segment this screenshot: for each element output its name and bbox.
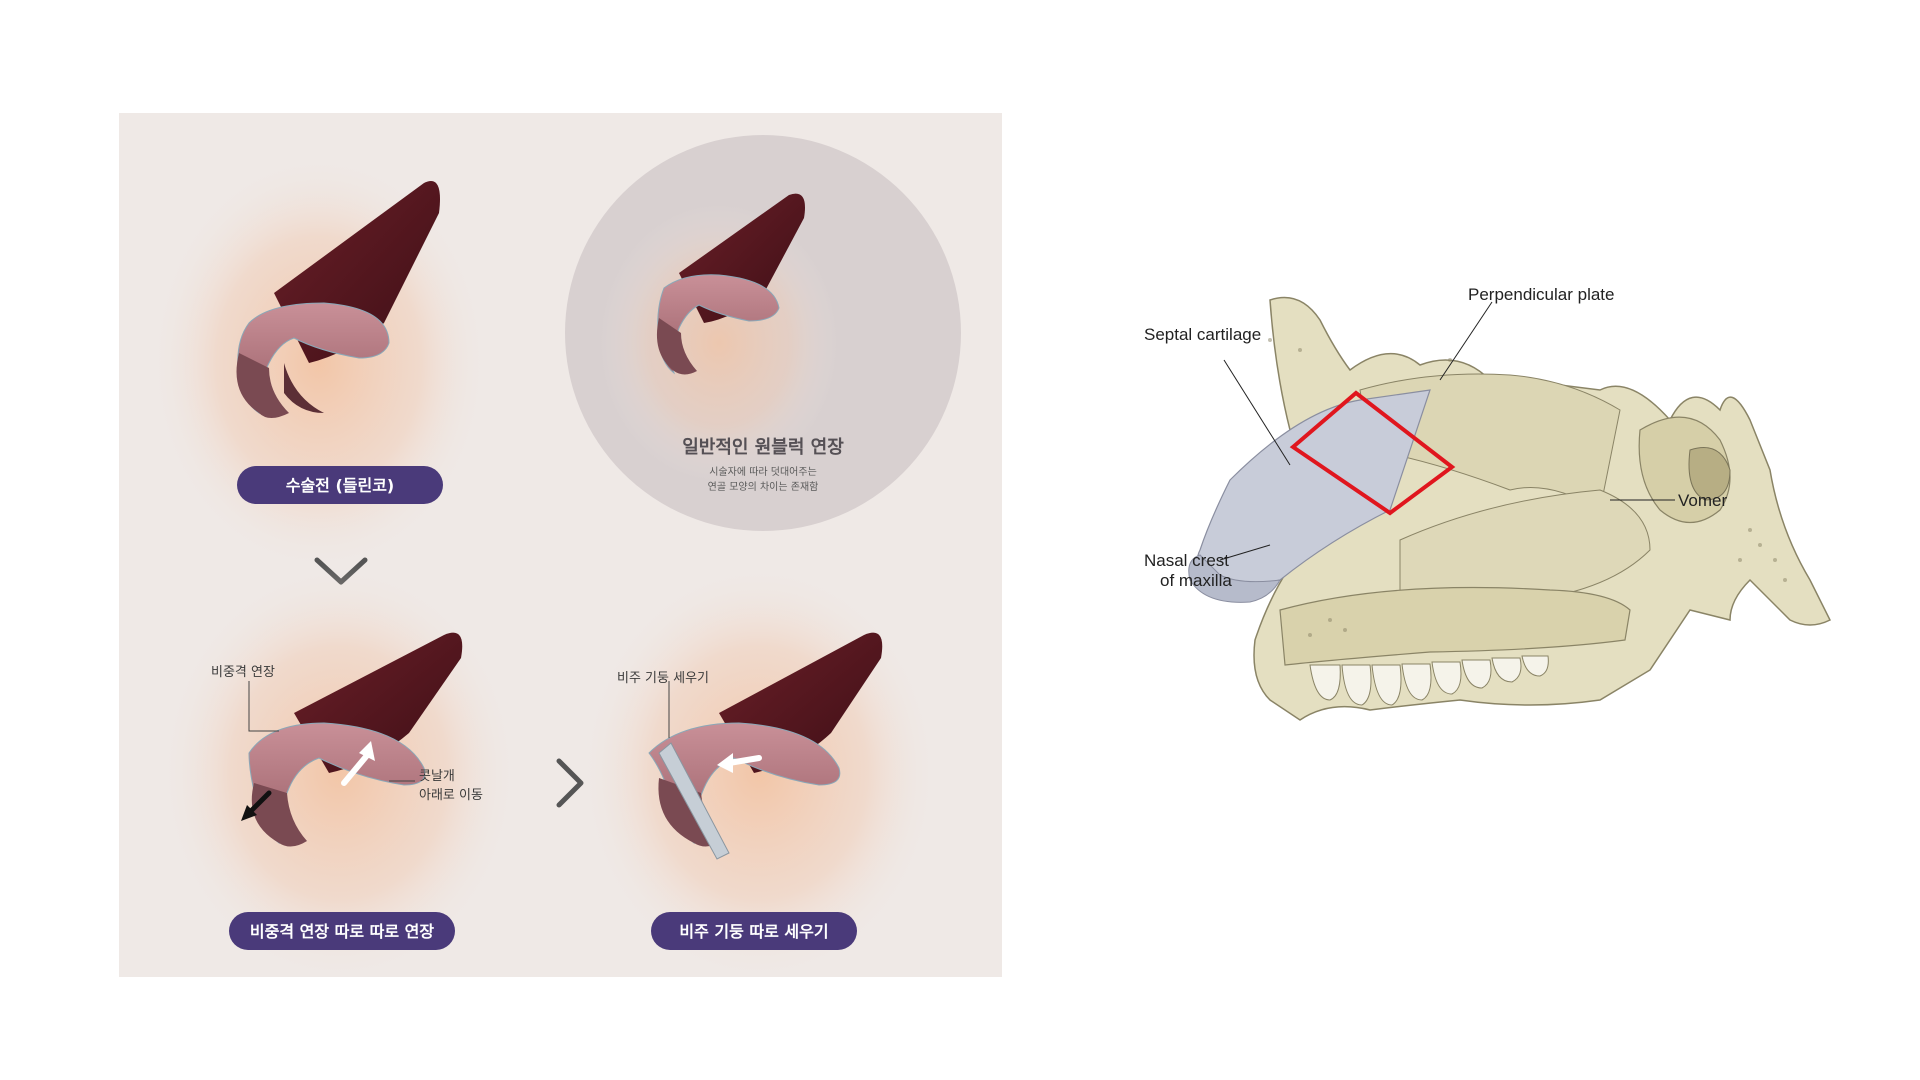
septum-separate-pill: 비중격 연장 따로 따로 연장 [229, 912, 455, 950]
label-perpendicular-plate: Perpendicular plate [1468, 285, 1614, 304]
teeth [1309, 655, 1549, 706]
nose-septum-extension: 비중격 연장 콧날개 아래로 이동 [159, 563, 519, 977]
rhinoplasty-panel: 수술전 (들린코) 일반적인 원블럭 연장 시술자에 따라 덧대어주는 연골 모… [119, 113, 1002, 977]
oneblock-extension-circle: 일반적인 원블럭 연장 시술자에 따라 덧대어주는 연골 모양의 차이는 존재함 [565, 135, 961, 531]
chevron-right-icon [556, 758, 584, 808]
preop-label: 수술전 (들린코) [286, 476, 395, 495]
columella-separate-label: 비주 기둥 따로 세우기 [679, 922, 828, 941]
nasal-septum-anatomy: Perpendicular plate Septal cartilage Vom… [1130, 280, 1850, 860]
anatomy-illustration: Perpendicular plate Septal cartilage Vom… [1144, 285, 1832, 721]
preop-pill: 수술전 (들린코) [237, 466, 443, 504]
columella-strut-label: 비주 기둥 세우기 [617, 671, 709, 686]
septum-extension-label: 비중격 연장 [211, 665, 275, 680]
label-vomer: Vomer [1678, 491, 1727, 510]
hard-palate [1279, 586, 1631, 666]
circle-title: 일반적인 원블럭 연장 [682, 437, 844, 458]
nose-preop [149, 153, 489, 573]
label-nasal-crest-line2: of maxilla [1160, 571, 1232, 590]
arrow-icon [726, 755, 762, 766]
label-nasal-crest-line1: Nasal crest [1144, 551, 1229, 570]
circle-note-line2: 연골 모양의 차이는 존재함 [708, 481, 819, 493]
nose-columella-strut: 비주 기둥 세우기 [579, 563, 939, 977]
alar-move-line1: 콧날개 [419, 769, 455, 784]
highlight-box [1289, 390, 1456, 516]
alar-move-line2: 아래로 이동 [419, 788, 483, 803]
perpendicular-plate-region [1359, 373, 1621, 511]
arrow-icon [246, 790, 272, 816]
arrow-icon [341, 750, 372, 786]
septum-separate-label: 비중격 연장 따로 따로 연장 [250, 922, 434, 941]
label-septal-cartilage: Septal cartilage [1144, 325, 1261, 344]
columella-separate-pill: 비주 기둥 따로 세우기 [651, 912, 857, 950]
rhinoplasty-illustration: 수술전 (들린코) 일반적인 원블럭 연장 시술자에 따라 덧대어주는 연골 모… [149, 135, 961, 977]
circle-note-line1: 시술자에 따라 덧대어주는 [709, 466, 817, 478]
